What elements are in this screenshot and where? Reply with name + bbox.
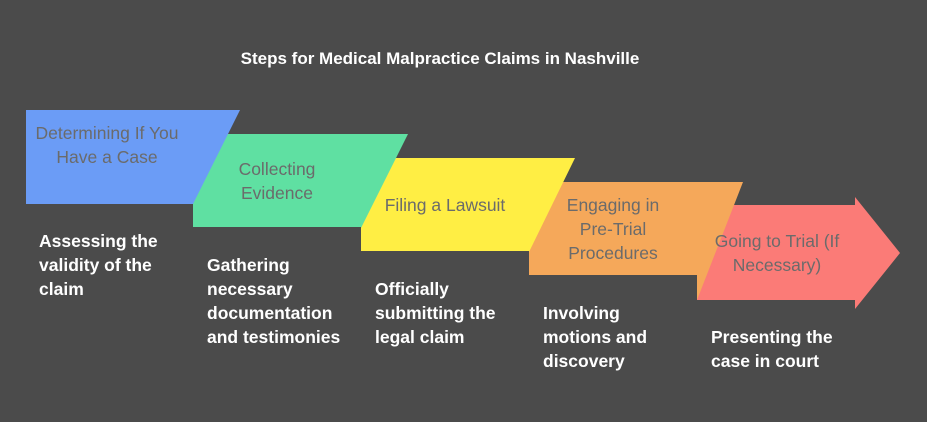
step-3-box-shape bbox=[361, 158, 529, 251]
step-4-box-shape bbox=[529, 182, 697, 275]
diagram-title: Steps for Medical Malpractice Claims in … bbox=[240, 49, 640, 68]
step-4-fold-shape bbox=[529, 182, 743, 300]
step-3-description: Officially submitting the legal claim bbox=[375, 279, 496, 347]
step-3-label: Filing a Lawsuit bbox=[384, 195, 506, 215]
step-2-fold-shape bbox=[193, 134, 408, 228]
step-3-fold-shape bbox=[361, 158, 575, 252]
step-2-label: Collecting Evidence bbox=[238, 159, 316, 203]
step-1-label: Determining If You Have a Case bbox=[35, 123, 179, 167]
step-5-description: Presenting the case in court bbox=[711, 327, 833, 371]
step-1-description: Assessing the validity of the claim bbox=[39, 231, 158, 299]
step-4-label: Engaging in Pre-Trial Procedures bbox=[566, 195, 660, 263]
step-5-arrow-shape bbox=[697, 197, 900, 309]
step-1-fold-shape bbox=[26, 110, 240, 204]
step-2-box-shape bbox=[193, 134, 361, 227]
step-5-label: Going to Trial (If Necessary) bbox=[714, 231, 840, 275]
step-2-description: Gathering necessary documentation and te… bbox=[207, 255, 341, 347]
step-1-box-shape bbox=[26, 110, 193, 204]
step-4-description: Involving motions and discovery bbox=[543, 303, 648, 371]
